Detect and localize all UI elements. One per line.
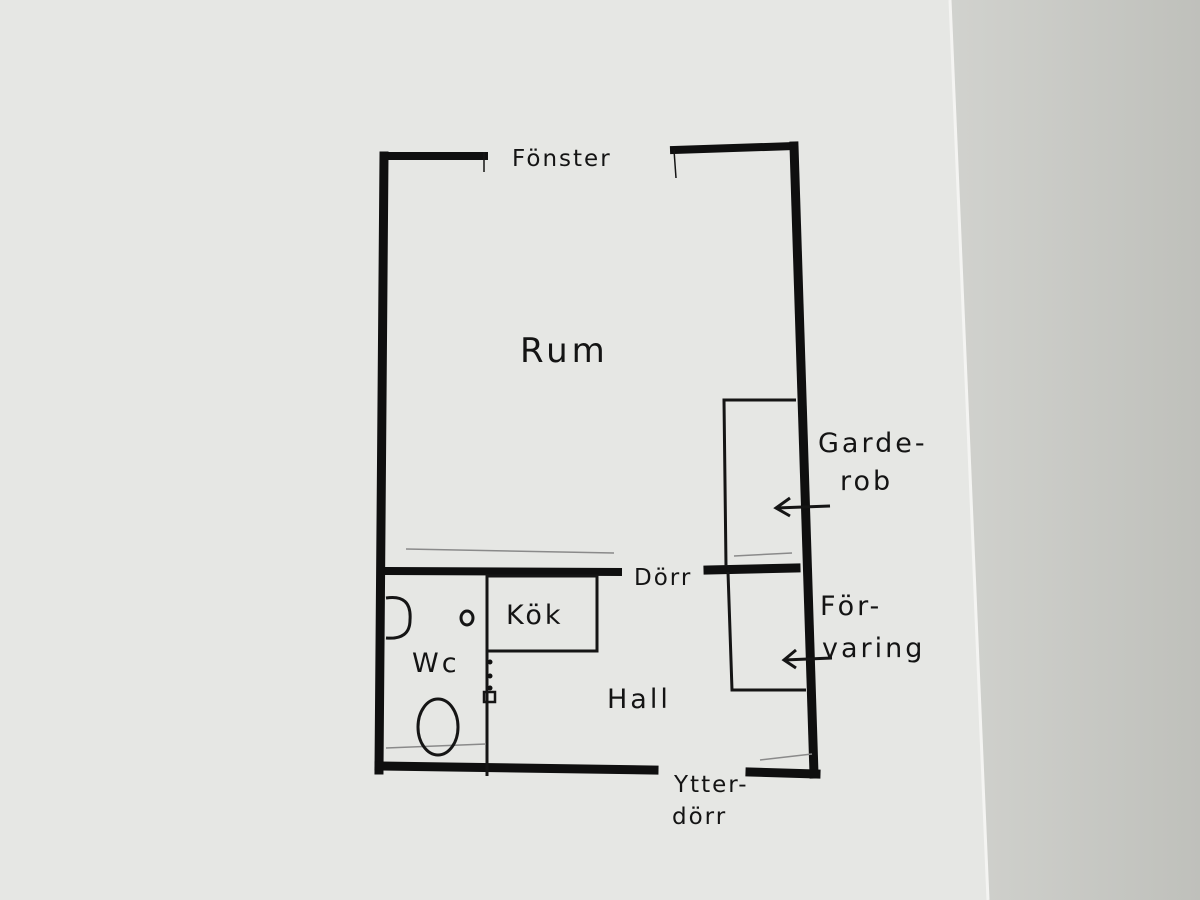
hall-label: Hall xyxy=(607,684,671,715)
paper-edge xyxy=(948,0,990,900)
wardrobe-arrow xyxy=(773,496,831,518)
room-label: Rum xyxy=(520,331,609,371)
sink-shape xyxy=(385,595,412,640)
storage-label-line2: varing xyxy=(822,633,925,664)
window-label: Fönster xyxy=(512,146,612,172)
toilet-bowl xyxy=(416,697,460,757)
wardrobe-cabinet xyxy=(722,398,796,567)
kitchen-counter xyxy=(485,574,599,653)
entrance-door-label-line2: dörr xyxy=(672,804,727,830)
pencil-guides xyxy=(385,548,813,761)
drain-symbol xyxy=(459,609,475,627)
wardrobe-label-line2: rob xyxy=(840,466,893,497)
outer-walls xyxy=(374,141,821,779)
wardrobe-label-line1: Garde- xyxy=(818,428,928,459)
storage-arrow xyxy=(781,648,833,670)
entrance-door-label-line1: Ytter- xyxy=(673,772,749,798)
storage-label-line1: För- xyxy=(820,591,882,622)
paper-sheet xyxy=(0,0,988,900)
door-label: Dörr xyxy=(634,565,692,591)
kitchen-label: Kök xyxy=(506,600,564,631)
wc-door-hinge-marks xyxy=(482,659,497,704)
wc-fixtures xyxy=(385,595,497,757)
wc-label: Wc xyxy=(412,648,460,679)
storage-cabinet xyxy=(726,571,806,692)
